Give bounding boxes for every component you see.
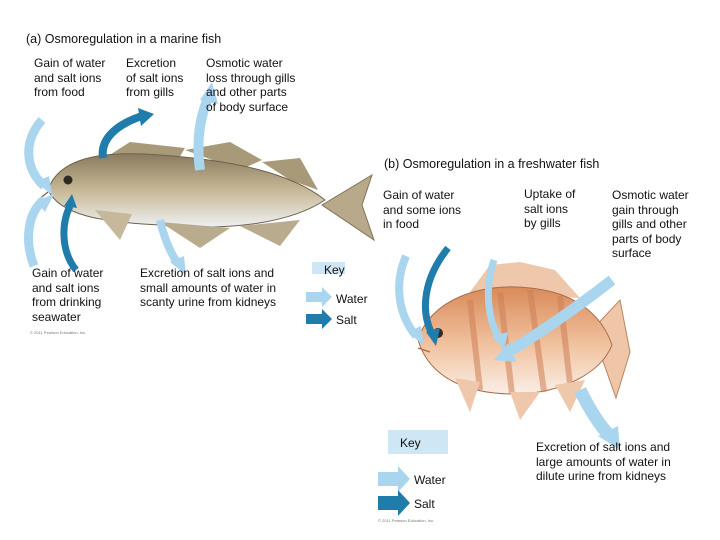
freshwater-key-salt: Salt <box>414 497 435 511</box>
marine-label-water-loss: Osmotic water loss through gills and oth… <box>206 56 296 114</box>
marine-key-salt: Salt <box>336 313 357 327</box>
marine-fish <box>37 142 375 248</box>
freshwater-title: (b) Osmoregulation in a freshwater fish <box>384 157 600 171</box>
marine-key-water: Water <box>336 292 368 306</box>
marine-label-urine: Excretion of salt ions and small amounts… <box>140 266 277 309</box>
freshwater-label-uptake: Uptake of salt ions by gills <box>524 187 576 230</box>
freshwater-copyright: © 2011 Pearson Education, Inc. <box>378 518 435 523</box>
marine-arrows <box>24 82 218 275</box>
marine-label-drinking: Gain of water and salt ions from drinkin… <box>32 266 104 324</box>
freshwater-key-shapes <box>378 430 448 516</box>
marine-key-shapes <box>306 262 345 329</box>
freshwater-label-urine: Excretion of salt ions and large amounts… <box>536 440 671 483</box>
freshwater-label-water-gain: Osmotic water gain through gills and oth… <box>612 188 689 260</box>
freshwater-key-water: Water <box>414 473 446 487</box>
freshwater-label-food: Gain of water and some ions in food <box>383 188 462 231</box>
freshwater-key-title: Key <box>400 436 421 450</box>
marine-copyright: © 2011 Pearson Education, Inc. <box>30 330 87 335</box>
marine-key-title: Key <box>324 263 345 277</box>
freshwater-arrows <box>395 245 620 450</box>
marine-title: (a) Osmoregulation in a marine fish <box>26 32 222 46</box>
marine-label-gills: Excretion of salt ions from gills <box>126 56 184 99</box>
marine-label-food: Gain of water and salt ions from food <box>34 56 106 99</box>
